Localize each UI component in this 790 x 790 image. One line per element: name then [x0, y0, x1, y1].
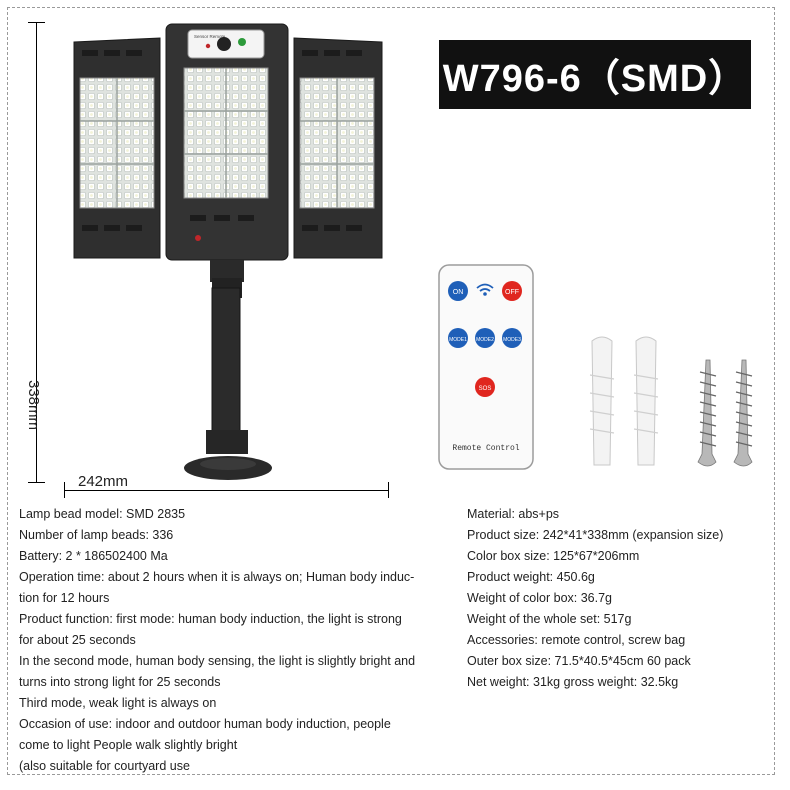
height-dimension-label: 338mm — [25, 380, 42, 431]
spec-line: Occasion of use: indoor and outdoor huma… — [19, 717, 391, 731]
remote-control-image: ON OFF MODE1 MODE2 MODE3 SOS Remote Cont… — [438, 264, 534, 470]
wall-anchors-image — [589, 336, 659, 466]
width-dimension-cap-left — [64, 482, 65, 498]
height-dimension-cap-top — [28, 22, 45, 23]
remote-mode2-button: MODE2 — [476, 337, 494, 343]
spec-line: come to light People walk slightly brigh… — [19, 738, 238, 752]
width-dimension-label: 242mm — [78, 473, 129, 490]
remote-on-button: ON — [453, 289, 464, 296]
spec-line: Color box size: 125*67*206mm — [467, 549, 640, 563]
specs-left-column: Lamp bead model: SMD 2835 Number of lamp… — [19, 504, 439, 777]
spec-line: Product function: first mode: human body… — [19, 612, 402, 626]
spec-line: Accessories: remote control, screw bag — [467, 633, 686, 647]
spec-line: Product size: 242*41*338mm (expansion si… — [467, 528, 724, 542]
width-dimension-cap-right — [388, 482, 389, 498]
spec-line: Outer box size: 71.5*40.5*45cm 60 pack — [467, 654, 691, 668]
spec-line: for about 25 seconds — [19, 633, 136, 647]
remote-label: Remote Control — [452, 444, 519, 453]
screws-image — [697, 359, 753, 467]
remote-mode1-button: MODE1 — [449, 337, 467, 343]
spec-line: Third mode, weak light is always on — [19, 696, 217, 710]
remote-sos-button: SOS — [479, 386, 492, 392]
solar-street-light-image: Sensor Remote — [73, 23, 383, 480]
height-dimension-line — [36, 22, 37, 482]
spec-line: tion for 12 hours — [19, 591, 110, 605]
spec-line: Product weight: 450.6g — [467, 570, 595, 584]
model-title: W796-6（SMD） — [439, 40, 751, 109]
wifi-icon — [476, 283, 494, 292]
spec-line: Operation time: about 2 hours when it is… — [19, 570, 415, 584]
spec-line: Battery: 2 * 186502400 Ma — [19, 549, 168, 563]
spec-line: (also suitable for courtyard use — [19, 759, 190, 773]
specs-right-column: Material: abs+ps Product size: 242*41*33… — [467, 504, 767, 693]
spec-line: Weight of the whole set: 517g — [467, 612, 632, 626]
spec-line: Number of lamp beads: 336 — [19, 528, 174, 542]
page-frame — [7, 7, 775, 775]
spec-line: In the second mode, human body sensing, … — [19, 654, 416, 668]
spec-line: Lamp bead model: SMD 2835 — [19, 507, 186, 521]
remote-mode3-button: MODE3 — [503, 337, 521, 343]
spec-line: Net weight: 31kg gross weight: 32.5kg — [467, 675, 679, 689]
width-dimension-line — [64, 490, 389, 491]
spec-line: turns into strong light for 25 seconds — [19, 675, 221, 689]
height-dimension-cap-bottom — [28, 482, 45, 483]
remote-off-button: OFF — [505, 289, 519, 296]
spec-line: Material: abs+ps — [467, 507, 560, 521]
light-header-text: Sensor Remote — [194, 34, 226, 39]
spec-line: Weight of color box: 36.7g — [467, 591, 612, 605]
